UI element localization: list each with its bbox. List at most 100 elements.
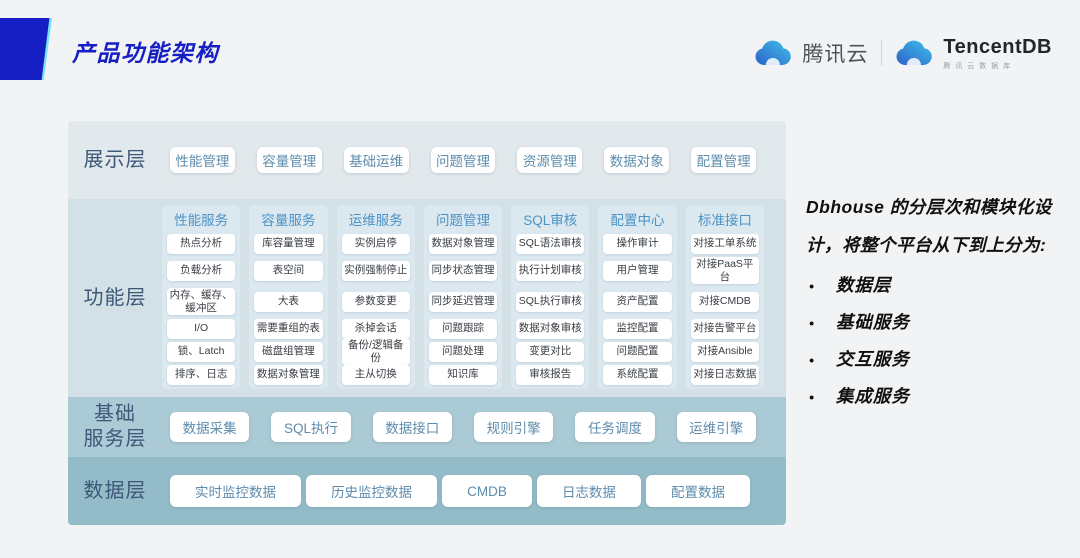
module-pill: 运维引擎 bbox=[676, 412, 756, 442]
module-pill: 问题管理 bbox=[430, 147, 496, 173]
function-item: 负载分析 bbox=[167, 260, 236, 281]
module-pill: 配置数据 bbox=[646, 475, 750, 507]
function-item: 排序、日志 bbox=[167, 364, 236, 385]
module-pill: SQL执行 bbox=[271, 412, 351, 442]
service-column: 运维服务 实例启停 实例强制停止 参数变更 杀掉会话 备份/逻辑备份 主从切换 bbox=[336, 205, 415, 389]
module-pill: 数据对象 bbox=[604, 147, 670, 173]
module-pill: CMDB bbox=[442, 475, 532, 507]
function-item: 问题配置 bbox=[603, 341, 672, 362]
module-pill: 历史监控数据 bbox=[306, 475, 438, 507]
column-header: 标准接口 bbox=[697, 213, 752, 228]
title-accent-shape bbox=[0, 18, 52, 80]
column-header: 性能服务 bbox=[174, 213, 229, 228]
function-item: 磁盘组管理 bbox=[254, 341, 323, 362]
service-column: 问题管理 数据对象管理 同步状态管理 同步延迟管理 问题跟踪 问题处理 知识库 bbox=[423, 205, 503, 389]
cloud-icon bbox=[755, 40, 792, 65]
page-title: 产品功能架构 bbox=[72, 40, 219, 66]
function-item: 对接日志数据 bbox=[690, 364, 759, 385]
side-note-intro: Dbhouse 的分层次和模块化设计，将整个平台从下到上分为: bbox=[806, 197, 1052, 256]
function-item: 操作审计 bbox=[603, 233, 672, 254]
module-pill: 规则引擎 bbox=[473, 412, 554, 442]
module-pill: 基础运维 bbox=[343, 147, 409, 173]
service-column: 容量服务 库容量管理 表空间 大表 需要重组的表 磁盘组管理 数据对象管理 bbox=[249, 205, 328, 389]
side-note: Dbhouse 的分层次和模块化设计，将整个平台从下到上分为: 数据层 基础服务… bbox=[806, 188, 1058, 414]
function-item: 大表 bbox=[254, 291, 323, 312]
tencentdb-subtitle: 腾 讯 云 数 据 库 bbox=[943, 62, 1012, 70]
function-item: 实例启停 bbox=[341, 233, 410, 254]
function-item: 对接工单系统 bbox=[690, 233, 759, 254]
function-item: 数据对象管理 bbox=[254, 364, 323, 385]
side-note-bullet: 基础服务 bbox=[806, 304, 1058, 341]
function-item: 知识库 bbox=[428, 364, 498, 385]
function-layer: 功能层 性能服务 热点分析 负载分析 内存、缓存、缓冲区 I/O 锁、Latch… bbox=[68, 199, 786, 397]
module-pill: 资源管理 bbox=[517, 147, 583, 173]
side-note-bullet: 交互服务 bbox=[806, 341, 1058, 378]
module-pill: 日志数据 bbox=[536, 475, 641, 507]
layer-label: 基础 服务层 bbox=[83, 403, 147, 450]
function-item: 数据对象管理 bbox=[428, 233, 498, 254]
layer-label: 数据层 bbox=[83, 479, 147, 502]
module-pill: 实时监控数据 bbox=[170, 475, 301, 507]
column-header: 容量服务 bbox=[261, 213, 316, 228]
function-item: 执行计划审核 bbox=[516, 260, 585, 281]
function-item: 问题处理 bbox=[428, 341, 498, 362]
function-layer-columns: 性能服务 热点分析 负载分析 内存、缓存、缓冲区 I/O 锁、Latch 排序、… bbox=[162, 199, 786, 397]
base-service-layer: 基础 服务层 数据采集 SQL执行 数据接口 规则引擎 任务调度 运维引擎 bbox=[68, 397, 786, 457]
data-layer-items: 实时监控数据 历史监控数据 CMDB 日志数据 配置数据 bbox=[162, 475, 786, 507]
function-item: 同步状态管理 bbox=[428, 260, 498, 281]
side-note-list: 数据层 基础服务 交互服务 集成服务 bbox=[806, 267, 1058, 414]
column-header: 配置中心 bbox=[610, 213, 665, 228]
tencent-cloud-logo: 腾讯云 bbox=[754, 38, 868, 68]
function-item: 参数变更 bbox=[341, 291, 410, 312]
column-header: SQL审核 bbox=[523, 213, 578, 228]
service-column: 标准接口 对接工单系统 对接PaaS平台 对接CMDB 对接告警平台 对接Ans… bbox=[685, 205, 764, 389]
function-item: 热点分析 bbox=[167, 233, 236, 254]
function-item: 对接告警平台 bbox=[690, 318, 759, 339]
module-pill: 性能管理 bbox=[170, 147, 235, 173]
display-layer-items: 性能管理 容量管理 基础运维 问题管理 资源管理 数据对象 配置管理 bbox=[162, 147, 786, 173]
function-item: 监控配置 bbox=[603, 318, 672, 339]
function-item: 用户管理 bbox=[603, 260, 672, 281]
layer-label: 展示层 bbox=[83, 148, 147, 171]
service-column: 性能服务 热点分析 负载分析 内存、缓存、缓冲区 I/O 锁、Latch 排序、… bbox=[162, 205, 241, 389]
service-column: 配置中心 操作审计 用户管理 资产配置 监控配置 问题配置 系统配置 bbox=[598, 205, 677, 389]
function-item: SQL语法审核 bbox=[516, 233, 585, 254]
service-column: SQL审核 SQL语法审核 执行计划审核 SQL执行审核 数据对象审核 变更对比… bbox=[511, 205, 590, 389]
function-item: 实例强制停止 bbox=[341, 260, 410, 281]
function-item: 锁、Latch bbox=[167, 341, 236, 362]
tencentdb-wordmark: TencentDB bbox=[943, 35, 1052, 58]
function-item: I/O bbox=[167, 318, 236, 339]
function-item: 主从切换 bbox=[341, 364, 410, 385]
function-item: 同步延迟管理 bbox=[428, 291, 498, 312]
data-layer: 数据层 实时监控数据 历史监控数据 CMDB 日志数据 配置数据 bbox=[68, 457, 786, 525]
function-item: 资产配置 bbox=[603, 291, 672, 312]
function-item: 需要重组的表 bbox=[254, 318, 323, 339]
tencentdb-logo: TencentDB 腾 讯 云 数 据 库 bbox=[895, 36, 1052, 71]
function-item: 对接CMDB bbox=[690, 291, 759, 312]
function-item: 问题跟踪 bbox=[428, 318, 498, 339]
architecture-diagram: 展示层 性能管理 容量管理 基础运维 问题管理 资源管理 数据对象 配置管理 功… bbox=[68, 121, 786, 525]
function-item: 数据对象审核 bbox=[516, 318, 585, 339]
function-item: 系统配置 bbox=[603, 364, 672, 385]
column-header: 运维服务 bbox=[348, 213, 403, 228]
function-item: 表空间 bbox=[254, 260, 323, 281]
tencent-cloud-wordmark: 腾讯云 bbox=[802, 43, 869, 66]
base-layer-items: 数据采集 SQL执行 数据接口 规则引擎 任务调度 运维引擎 bbox=[162, 412, 786, 442]
function-item: 备份/逻辑备份 bbox=[341, 337, 410, 366]
module-pill: 配置管理 bbox=[691, 147, 757, 173]
function-item: 杀掉会话 bbox=[341, 318, 410, 339]
cloud-icon bbox=[896, 40, 933, 65]
function-item: 变更对比 bbox=[516, 341, 585, 362]
function-item: SQL执行审核 bbox=[516, 291, 585, 312]
module-pill: 容量管理 bbox=[256, 147, 322, 173]
module-pill: 任务调度 bbox=[575, 412, 655, 442]
column-header: 问题管理 bbox=[435, 213, 490, 228]
side-note-bullet: 数据层 bbox=[806, 267, 1058, 304]
function-item: 对接Ansible bbox=[690, 341, 759, 362]
display-layer: 展示层 性能管理 容量管理 基础运维 问题管理 资源管理 数据对象 配置管理 bbox=[68, 121, 786, 199]
function-item: 审核报告 bbox=[516, 364, 585, 385]
side-note-bullet: 集成服务 bbox=[806, 378, 1058, 415]
module-pill: 数据采集 bbox=[170, 412, 250, 442]
function-item: 内存、缓存、缓冲区 bbox=[167, 287, 236, 316]
logo-divider bbox=[881, 40, 883, 66]
